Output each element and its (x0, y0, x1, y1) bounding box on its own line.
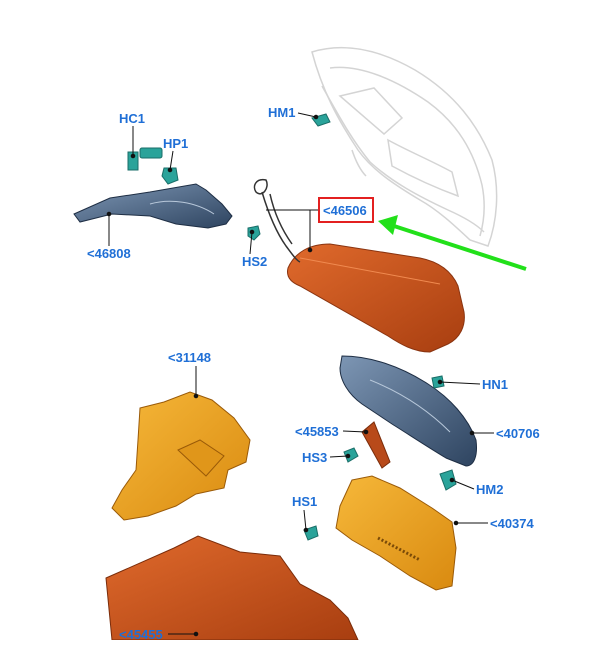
clip-hp1 (161, 167, 179, 185)
callout-hn1[interactable]: HN1 (482, 377, 509, 392)
right-lower-trim (335, 475, 457, 591)
callout-hc1[interactable]: HC1 (119, 111, 146, 126)
highlight-box (318, 197, 374, 223)
callout-hs1[interactable]: HS1 (292, 494, 318, 509)
floor-mat (105, 535, 359, 641)
parcel-shelf (287, 243, 465, 353)
callout-45853[interactable]: <45853 (295, 424, 339, 439)
trim-strip (361, 421, 391, 469)
callout-40706[interactable]: <40706 (496, 426, 540, 441)
left-side-trim (111, 391, 251, 521)
pointer-arrow (378, 215, 527, 271)
callout-hs2[interactable]: HS2 (242, 254, 268, 269)
callout-31148[interactable]: <31148 (168, 350, 212, 365)
right-side-trim (339, 355, 477, 467)
callout-40374[interactable]: <40374 (490, 516, 534, 531)
screw-hs3 (343, 447, 359, 463)
callout-hm1[interactable]: HM1 (268, 105, 296, 120)
wire-harness (253, 178, 301, 263)
callout-hm2[interactable]: HM2 (476, 482, 504, 497)
clip-hm2 (439, 469, 457, 491)
upper-left-trim (73, 183, 233, 229)
leader-lines (106, 112, 494, 637)
callout-hp1[interactable]: HP1 (163, 136, 189, 151)
callout-hs3[interactable]: HS3 (302, 450, 328, 465)
callout-46506[interactable]: <46506 (323, 203, 367, 218)
callout-46808[interactable]: <46808 (87, 246, 131, 261)
bracket-hc1 (127, 147, 163, 171)
callout-45455[interactable]: <45455 (119, 627, 163, 642)
trunk-lid-outline (311, 46, 498, 247)
